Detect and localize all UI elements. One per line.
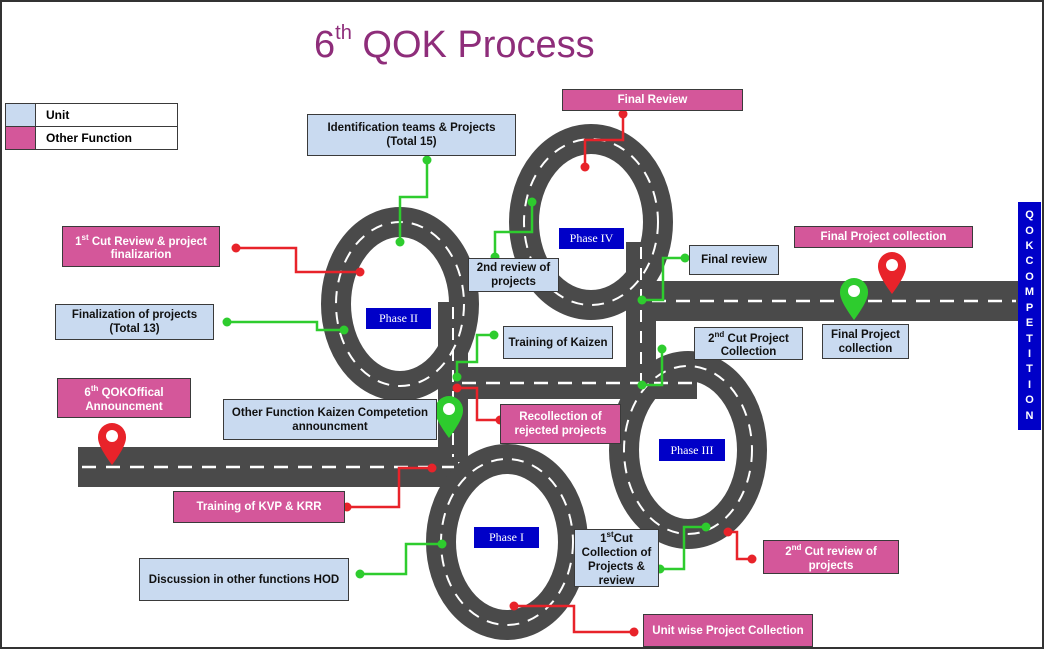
phase-iv-label: Phase IV — [559, 228, 624, 249]
other-function-kaizen-box: Other Function Kaizen Competetion announ… — [223, 399, 437, 440]
final-green-pin-icon — [840, 278, 868, 320]
unit-connectors — [227, 160, 706, 576]
other-connectors — [236, 112, 752, 634]
banner-letter: I — [1027, 348, 1032, 360]
final-review-box: Final review — [689, 245, 779, 275]
finalization-box: Finalization of projects (Total 13) — [55, 304, 214, 340]
final-project-collection-top-box: Final Project collection — [794, 226, 973, 248]
banner-letter: K — [1025, 240, 1034, 253]
banner-letter: C — [1025, 255, 1034, 268]
banner-letter: P — [1025, 301, 1034, 314]
final-review-top-box: Final Review — [562, 89, 743, 111]
phase-ii-label: Phase II — [366, 308, 431, 329]
banner-letter: O — [1025, 270, 1034, 283]
final-project-collection-box: Final Project collection — [822, 324, 909, 359]
unit-wise-collection-box: Unit wise Project Collection — [643, 614, 813, 647]
first-cut-collection-box: 1stCut Collection of Projects & review — [574, 529, 659, 587]
phase-i-label: Phase I — [474, 527, 539, 548]
banner-letter: Q — [1025, 209, 1034, 222]
training-kvp-box: Training of KVP & KRR — [173, 491, 345, 523]
legend-unit-swatch — [6, 104, 36, 126]
second-cut-collection-box: 2nd Cut Project Collection — [694, 327, 803, 360]
banner-letter: O — [1025, 224, 1034, 237]
banner-letter: M — [1024, 286, 1035, 299]
green-pin-icon — [435, 396, 463, 438]
banner-letter: T — [1026, 332, 1033, 345]
identification-box: Identification teams & Projects (Total 1… — [307, 114, 516, 156]
legend-unit-label: Unit — [46, 108, 70, 122]
road-network — [78, 124, 1018, 640]
banner-letter: N — [1025, 409, 1034, 422]
phase-iii-label: Phase III — [659, 439, 725, 461]
banner-letter: O — [1025, 394, 1034, 407]
legend-other-label: Other Function — [46, 131, 132, 145]
announcement-box: 6th QOKOffical Announcment — [57, 378, 191, 418]
second-cut-review-box: 2nd Cut review of projects — [763, 540, 899, 574]
legend-other: Other Function — [5, 126, 178, 150]
banner-letter: I — [1027, 378, 1032, 391]
recollection-box: Recollection of rejected projects — [500, 404, 621, 444]
banner-letter: E — [1025, 317, 1034, 330]
start-pin-icon — [98, 423, 126, 465]
page-title: 6th QOK Process — [314, 22, 595, 66]
legend-unit: Unit — [5, 103, 178, 127]
legend-other-swatch — [6, 127, 36, 149]
banner-letter: T — [1026, 363, 1033, 376]
discussion-box: Discussion in other functions HOD — [139, 558, 349, 601]
final-red-pin-icon — [878, 252, 906, 294]
first-cut-review-box: 1st Cut Review & project finalizarion — [62, 226, 220, 267]
second-review-box: 2nd review of projects — [468, 258, 559, 292]
training-kaizen-box: Training of Kaizen — [503, 326, 613, 359]
